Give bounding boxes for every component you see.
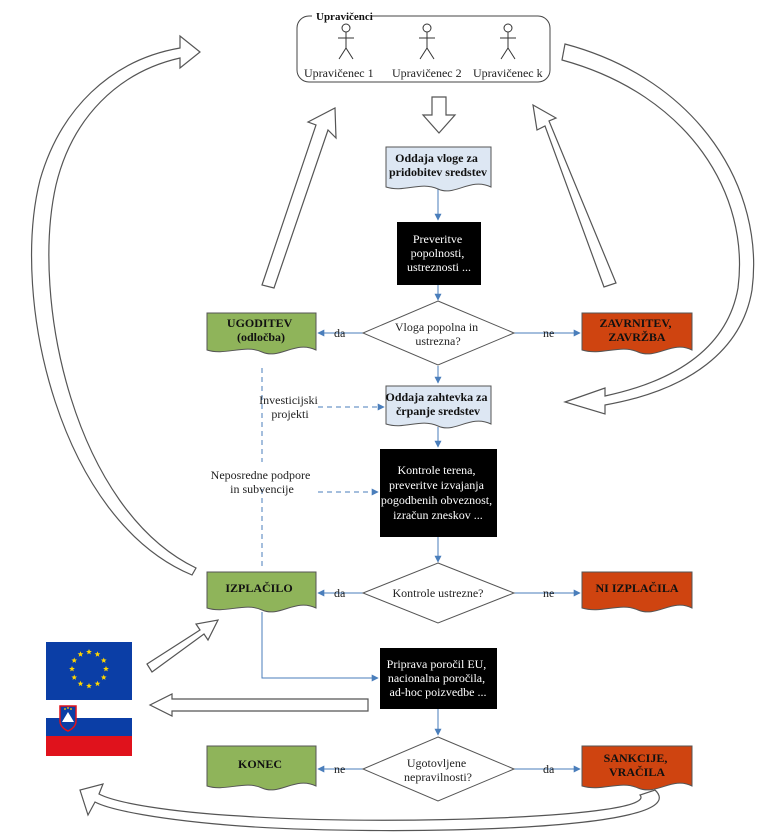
rejection-doc <box>581 312 693 355</box>
decision-controls-diamond <box>361 562 516 624</box>
end-label: KONEC <box>238 757 282 771</box>
eu-star <box>103 666 109 672</box>
decision-complete-label: Vloga popolna in ustrezna? <box>395 320 481 348</box>
end-doc <box>206 745 317 791</box>
sanctions-label: SANKCIJE, VRAČILA <box>604 751 671 779</box>
decisions <box>361 300 516 802</box>
payment-to-beneficiaries-arrow <box>31 34 201 576</box>
approval-up-arrow <box>261 107 337 289</box>
submit-claim-label: Oddaja zahtevka za črpanje sredstev <box>386 390 491 418</box>
decision-irregularities-label: Ugotovljene nepravilnosti? <box>404 756 472 784</box>
eu-star <box>94 651 101 657</box>
payment-doc <box>206 571 317 613</box>
sanctions-return-arrow <box>79 783 660 832</box>
eu-star <box>77 651 84 657</box>
sanctions-doc <box>581 745 693 791</box>
eu-star <box>86 649 92 655</box>
beneficiaries-title: Upravičenci <box>316 11 373 23</box>
eu-star <box>77 680 84 687</box>
direct-support-label: Neposredne podpore in subvencije <box>211 468 314 496</box>
down-arrow <box>421 96 457 134</box>
checks-label: Preveritve popolnosti, ustreznosti ... <box>407 232 471 274</box>
slovenia-flag-icon <box>46 700 132 756</box>
payment-label: IZPLAČILO <box>225 581 292 595</box>
beneficiary-k-label: Upravičenec k <box>473 66 543 80</box>
eu-star <box>100 674 107 680</box>
eu-star <box>94 680 101 687</box>
beneficiaries-box <box>296 15 551 83</box>
approval-label: UGODITEV (odločba) <box>227 316 295 344</box>
rejection-up-arrow <box>532 103 617 288</box>
checks-box <box>397 222 481 285</box>
slovenia-coat-of-arms <box>59 705 77 732</box>
rejection-label: ZAVRNITEV, ZAVRŽBA <box>600 316 675 344</box>
stick-figure-icon <box>338 23 354 60</box>
eu-star <box>100 657 107 663</box>
submit-claim-doc <box>385 385 492 429</box>
connectors <box>261 186 581 773</box>
stick-figure-icon <box>419 23 435 60</box>
beneficiary-2-label: Upravičenec 2 <box>392 66 462 80</box>
edge-yes-approval: da <box>334 326 346 340</box>
edge-yes-payment: da <box>334 586 346 600</box>
edge-no-payment: ne <box>543 586 554 600</box>
eu-star <box>69 666 75 672</box>
field-controls-box <box>380 449 497 537</box>
edge-no-end: ne <box>334 762 345 776</box>
submit-application-doc <box>385 146 492 192</box>
eu-star <box>71 657 78 663</box>
beneficiaries-group: Upravičenci Upravičenec 1 Upravičenec 2 … <box>296 10 551 83</box>
beneficiary-1-label: Upravičenec 1 <box>304 66 374 80</box>
field-controls-label: Kontrole terena, preveritve izvajanja po… <box>381 463 495 522</box>
eu-star <box>86 683 92 689</box>
decision-irregularities-diamond <box>361 736 516 802</box>
hollow-arrows <box>31 34 755 832</box>
no-payment-doc <box>581 571 693 613</box>
stick-figure-icon <box>500 23 516 60</box>
eu-star <box>71 674 78 680</box>
dashed-connectors <box>261 368 385 568</box>
edge-yes-sanctions: da <box>543 762 555 776</box>
investment-projects-label: Investicijski projekti <box>259 393 321 421</box>
eu-flag-icon <box>46 642 132 700</box>
beneficiaries-to-claim-arrow <box>561 43 755 415</box>
submit-application-label: Oddaja vloge za pridobitev sredstev <box>389 151 487 179</box>
flags-to-payment-arrow <box>146 619 220 673</box>
approval-doc <box>206 312 317 355</box>
no-payment-label: NI IZPLAČILA <box>595 581 678 595</box>
decision-controls-label: Kontrole ustrezne? <box>393 586 484 600</box>
reports-box <box>380 648 497 709</box>
reports-label: Priprava poročil EU, nacionalna poročila… <box>387 657 490 699</box>
edge-no-rejection: ne <box>543 326 554 340</box>
decision-complete-diamond <box>361 300 516 366</box>
reports-to-flags-arrow <box>148 693 369 717</box>
doc-shapes <box>206 146 693 791</box>
